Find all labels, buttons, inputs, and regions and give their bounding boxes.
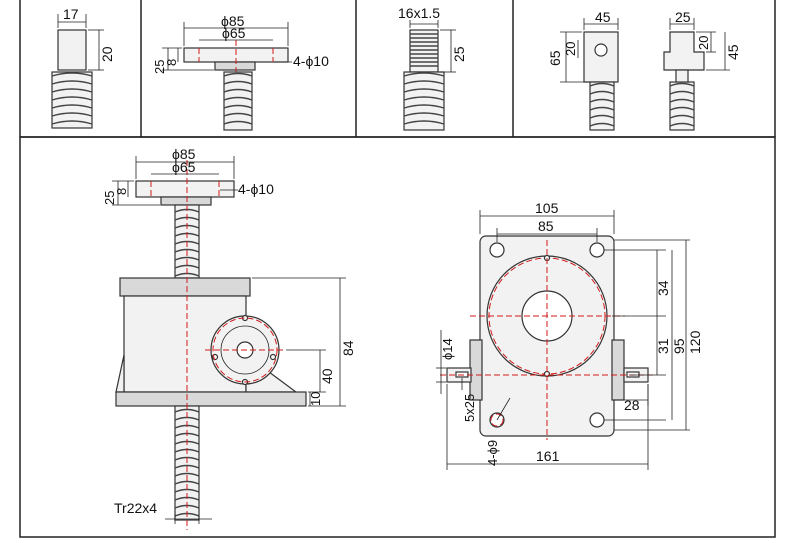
dim-flange-h-8: 8 <box>164 59 179 66</box>
main-dim-screw-tr22x4: Tr22x4 <box>114 500 157 516</box>
dim-bolt-circle-65: ϕ65 <box>222 25 246 41</box>
main-panel-frame <box>19 136 776 538</box>
dim-inner-20: 20 <box>563 42 578 56</box>
main-dim-total-h-25: 25 <box>102 191 117 205</box>
panel-clevis-end: 45 65 20 <box>547 9 619 131</box>
dim-width-25: 25 <box>675 9 691 25</box>
dim-thread-16x1.5: 16x1.5 <box>398 5 440 21</box>
panel-plain-end: 17 20 <box>51 6 115 129</box>
screw-thread-5 <box>669 81 695 131</box>
panel-flange-end: ϕ85 ϕ65 25 8 4-ϕ10 <box>152 13 329 131</box>
dim-length-25: 25 <box>451 46 467 62</box>
main-dim-holes-4-10: 4-ϕ10 <box>238 181 274 197</box>
top-dim-hole-spacing-85: 85 <box>538 218 554 234</box>
main-dim-outer-dia-85: ϕ85 <box>172 146 196 162</box>
main-side-view: ϕ85 ϕ65 25 8 4-ϕ10 84 40 10 Tr22x4 <box>102 146 356 530</box>
top-dim-key-5x25: 5x25 <box>462 394 477 422</box>
screw-thread-2 <box>223 71 253 131</box>
panel-threaded-end: 16x1.5 25 <box>398 5 467 131</box>
main-dim-body-h-84: 84 <box>340 340 356 356</box>
dim-total-h-25: 25 <box>152 60 167 74</box>
main-dim-bolt-circle-65: ϕ65 <box>172 159 196 175</box>
top-dim-h34: 34 <box>655 280 671 296</box>
panel-frames <box>19 0 776 538</box>
dim-outer-dia-85: ϕ85 <box>221 13 245 29</box>
main-top-view: 105 85 34 31 95 120 ϕ14 5x25 28 4-ϕ9 <box>436 200 703 470</box>
main-dim-shaft-h-40: 40 <box>319 368 335 384</box>
main-dim-flange-h-8: 8 <box>114 188 129 195</box>
top-dim-shaft-dia-14: ϕ14 <box>440 338 455 360</box>
top-dim-total-w-161: 161 <box>536 448 560 464</box>
top-dim-h95: 95 <box>671 338 687 354</box>
screw-thread-1 <box>51 71 93 129</box>
main-dim-base-h-10: 10 <box>308 392 323 406</box>
top-dim-shaft-len-28: 28 <box>624 397 640 413</box>
dim-height-20: 20 <box>99 46 115 62</box>
panel-plate-end: 25 20 45 <box>663 9 741 131</box>
top-dim-h120: 120 <box>687 330 703 354</box>
dim-width-17: 17 <box>63 6 79 22</box>
screw-thread-3 <box>403 71 445 131</box>
screw-thread-4 <box>589 81 615 131</box>
dim-h1-20: 20 <box>696 36 711 50</box>
top-dim-overall-w-105: 105 <box>535 200 559 216</box>
dim-h2-45: 45 <box>725 44 741 60</box>
top-dim-h31: 31 <box>655 338 671 354</box>
dim-holes-4-10: 4-ϕ10 <box>293 53 329 69</box>
top-dim-holes-4-9: 4-ϕ9 <box>485 440 500 466</box>
dim-width-45: 45 <box>595 9 611 25</box>
dim-height-65: 65 <box>547 50 563 66</box>
